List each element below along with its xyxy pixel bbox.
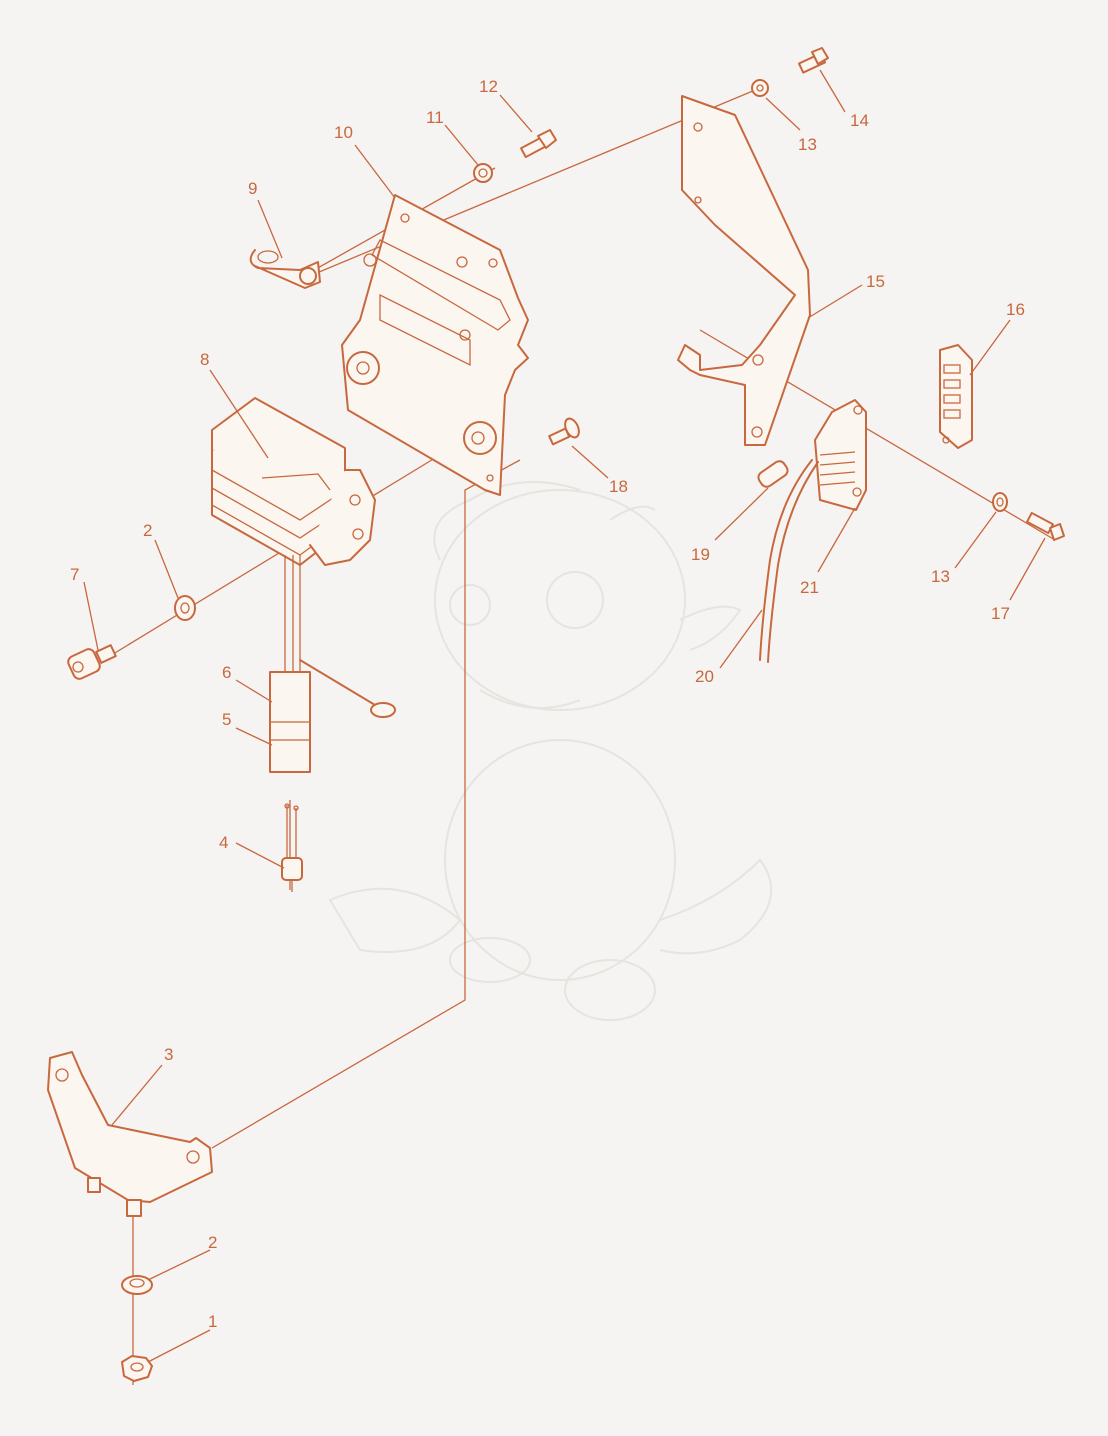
part-10-mounting-plate (341, 194, 529, 496)
part-13-lower-washer (992, 492, 1008, 512)
callout-21: 21 (800, 578, 819, 597)
callout-18: 18 (609, 477, 628, 496)
part-9-ground-lug (249, 249, 321, 289)
callout-16: 16 (1006, 300, 1025, 319)
part-11-washer (473, 163, 493, 183)
part-5-6-connector (269, 555, 396, 773)
callouts: 1 2 2 3 4 5 6 7 8 9 10 11 12 13 13 14 15… (70, 77, 1025, 1331)
callout-15: 15 (866, 272, 885, 291)
watermark-figure (328, 481, 773, 1021)
callout-7: 7 (70, 565, 79, 584)
callout-6: 6 (222, 663, 231, 682)
callout-13-upper: 13 (798, 135, 817, 154)
part-2-lower-spacer (121, 1275, 153, 1295)
part-14-bolt (798, 47, 829, 74)
part-18-screw (548, 417, 580, 446)
part-21-rectifier (814, 399, 867, 511)
part-15-support-bracket (677, 95, 811, 446)
callout-11: 11 (426, 108, 444, 127)
assembly-axes (99, 87, 1056, 1385)
part-19-sleeve (757, 460, 789, 488)
callout-13-lower: 13 (931, 567, 950, 586)
callout-1: 1 (208, 1312, 217, 1331)
callout-19: 19 (691, 545, 710, 564)
callout-8: 8 (200, 350, 209, 369)
callout-9: 9 (248, 179, 257, 198)
part-20-wire (759, 459, 819, 663)
part-12-bolt (520, 129, 557, 159)
part-16-terminal-strip (939, 344, 973, 449)
callout-17: 17 (991, 604, 1010, 623)
callout-3: 3 (164, 1045, 173, 1064)
callout-2-upper: 2 (143, 521, 152, 540)
callout-5: 5 (222, 710, 231, 729)
part-2-upper-spacer (174, 595, 196, 621)
callout-14: 14 (850, 111, 869, 130)
callout-20: 20 (695, 667, 714, 686)
part-8-regulator (211, 397, 376, 566)
part-4-terminal-plug (281, 803, 303, 892)
callout-12: 12 (479, 77, 498, 96)
part-13-upper-washer (751, 79, 769, 97)
part-3-lower-bracket (47, 1051, 213, 1217)
leader-lines (83, 69, 1046, 1363)
callout-10: 10 (334, 123, 353, 142)
part-17-bolt (1026, 511, 1065, 541)
part-7-cap-screw (67, 644, 117, 680)
part-1-nut (121, 1355, 153, 1382)
callout-4: 4 (219, 833, 228, 852)
callout-2-lower: 2 (208, 1233, 217, 1252)
